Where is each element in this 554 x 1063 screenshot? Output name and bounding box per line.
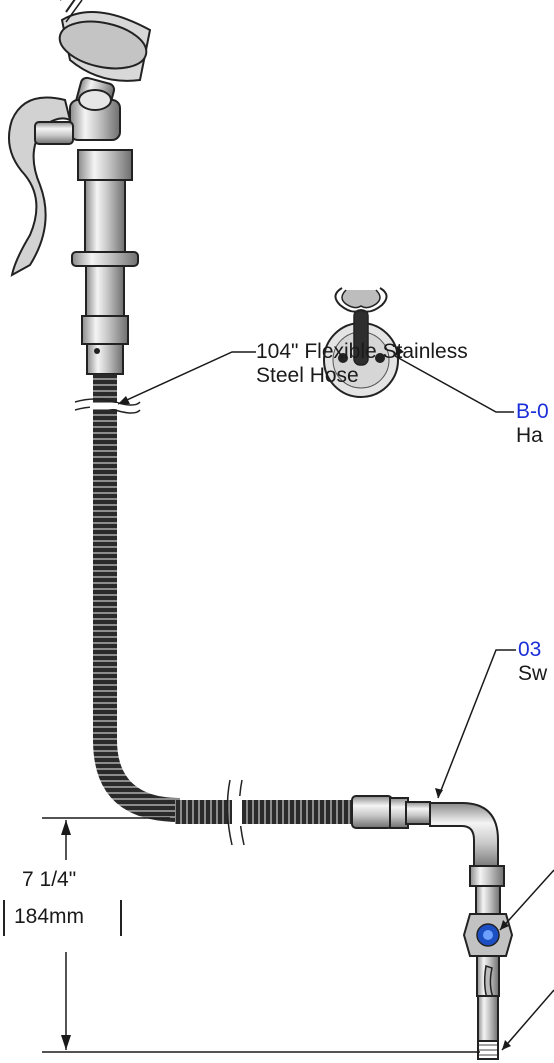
hose-leader: [117, 351, 256, 405]
hanger-callout-line2: Ha: [516, 424, 543, 447]
dimension-metric: 184mm: [14, 905, 85, 928]
hose-callout-line1: 104" Flexible Stainless: [256, 340, 468, 363]
leader-lines: [65, 0, 554, 1051]
hanger-leader: [394, 355, 514, 413]
dimension-imperial: 7 1/4": [22, 868, 77, 891]
swivel-leader: [437, 649, 516, 799]
hose-end-fitting: [351, 795, 431, 829]
height-dimension: [42, 817, 480, 1053]
swivel-elbow: [429, 802, 499, 871]
spray-leader: [65, 0, 83, 23]
hose-break-vertical: [74, 398, 141, 414]
dimension-metric-bracket: [3, 900, 122, 936]
hose-bend: [93, 740, 180, 822]
swivel-part-link[interactable]: 03: [518, 638, 542, 661]
leader-arrowheads: [118, 346, 511, 1050]
hose-horizontal: [175, 800, 355, 824]
lever-pivot: [34, 121, 74, 145]
hose-break-horizontal: [226, 779, 245, 846]
tailpiece-leader: [501, 989, 554, 1051]
wall-hook: [323, 287, 399, 398]
hose-callout-line2: Steel Hose: [256, 364, 359, 387]
swivel-callout-line2: Sw: [518, 662, 548, 685]
angle-valve: [462, 865, 514, 1060]
riser-body: [71, 149, 139, 375]
valve-leader: [499, 869, 554, 931]
hanger-part-link[interactable]: B-0: [516, 400, 549, 423]
hose-vertical: [93, 374, 117, 740]
